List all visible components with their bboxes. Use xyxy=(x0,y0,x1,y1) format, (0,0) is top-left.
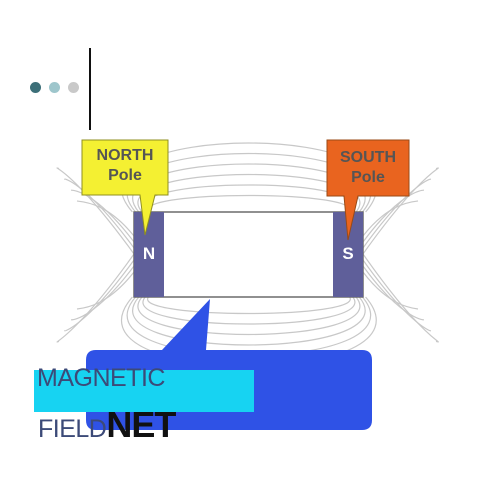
field-line xyxy=(70,265,135,321)
north-pole-callout xyxy=(81,139,169,236)
south-callout-text: SOUTH Pole xyxy=(328,148,408,188)
field-line xyxy=(56,253,135,343)
field-line xyxy=(362,259,432,332)
south-callout-line2: Pole xyxy=(351,169,385,186)
banner-title-line2: FIELDNET xyxy=(38,404,176,446)
field-line xyxy=(142,184,356,213)
dot-2 xyxy=(49,82,60,93)
field-line xyxy=(76,200,135,237)
south-pole-callout xyxy=(326,139,410,241)
bar-magnet xyxy=(133,211,364,298)
south-callout-line1: SOUTH xyxy=(340,149,396,166)
field-line xyxy=(147,296,351,315)
north-pole-letter: N xyxy=(142,244,156,263)
field-line xyxy=(362,200,419,237)
field-line xyxy=(362,265,425,321)
north-pole-block xyxy=(134,212,164,297)
dot-1 xyxy=(30,82,41,93)
field-line xyxy=(64,259,135,332)
north-callout-line2: Pole xyxy=(108,167,142,184)
field-line xyxy=(362,167,439,255)
banner-title-line1: MAGNETIC xyxy=(37,364,165,392)
field-line xyxy=(132,296,366,346)
field-line xyxy=(142,296,356,325)
dot-3 xyxy=(68,82,79,93)
banner-net-text: NET xyxy=(106,404,176,445)
cyan-banner-strip xyxy=(34,370,254,412)
north-callout-text: NORTH Pole xyxy=(85,146,165,186)
north-callout-line1: NORTH xyxy=(96,147,154,164)
banner-field-text: FIELD xyxy=(38,415,107,443)
field-line xyxy=(137,296,361,336)
field-line xyxy=(126,296,372,357)
field-line xyxy=(362,189,425,243)
slide-dots-icon xyxy=(30,82,79,93)
south-pole-letter: S xyxy=(342,244,354,263)
field-line xyxy=(362,253,439,343)
title-divider-line xyxy=(89,48,91,130)
field-line xyxy=(56,167,135,255)
field-line xyxy=(147,194,351,213)
field-line xyxy=(70,189,135,243)
